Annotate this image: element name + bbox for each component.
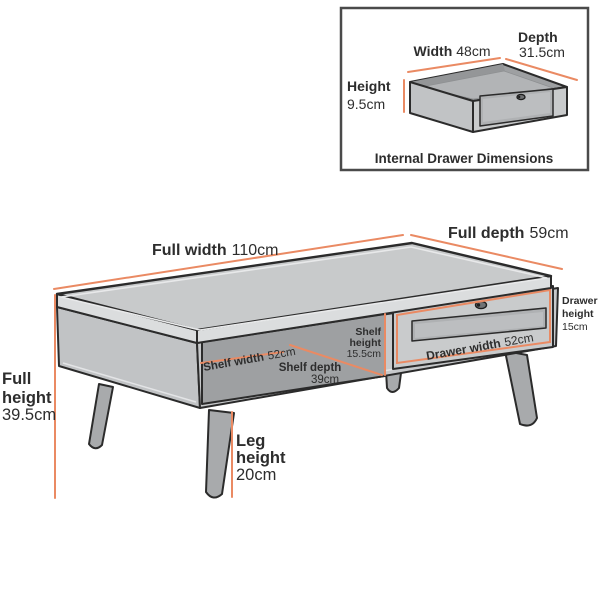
inset-depth-label: Depth 31.5cm <box>518 29 565 60</box>
svg-text:height: height <box>350 337 382 349</box>
leg-height-label: Leg height 20cm <box>236 432 286 484</box>
svg-text:Shelf: Shelf <box>355 326 381 338</box>
inset-drawer-knob <box>516 93 526 101</box>
svg-text:39.5cm: 39.5cm <box>2 406 56 424</box>
full-depth-dimension-line <box>410 234 563 270</box>
svg-text:height: height <box>562 308 594 320</box>
shelf-width-dimension-line <box>200 351 284 364</box>
table-leg-back-right <box>385 370 402 393</box>
full-width-dimension-line <box>53 234 404 290</box>
svg-text:Shelf depth: Shelf depth <box>279 362 342 374</box>
drawer-dimension-outline <box>396 288 551 365</box>
table-leg-front-right <box>504 350 538 427</box>
dimension-lines <box>53 234 563 499</box>
inset-drawer-illustration <box>409 63 568 133</box>
inset-title: Internal Drawer Dimensions <box>375 151 554 166</box>
full-height-label: Full height 39.5cm <box>2 370 56 424</box>
inset-dimension-lines <box>403 57 578 113</box>
svg-text:Drawer: Drawer <box>562 295 598 307</box>
svg-text:15cm: 15cm <box>562 321 588 333</box>
inset-width-dimension-line <box>407 57 501 73</box>
svg-text:Depth: Depth <box>518 29 558 45</box>
svg-text:height: height <box>236 449 286 467</box>
drawer-height-label: Drawer height 15cm <box>562 295 598 333</box>
table-leg-front-left <box>205 409 235 499</box>
svg-text:Height: Height <box>347 78 391 94</box>
svg-text:9.5cm: 9.5cm <box>347 96 385 112</box>
inset-height-label: Height 9.5cm <box>347 78 391 112</box>
svg-text:31.5cm: 31.5cm <box>519 44 565 60</box>
shelf-height-label: Shelf height 15.5cm <box>347 326 382 360</box>
svg-text:height: height <box>2 389 52 407</box>
svg-text:15.5cm: 15.5cm <box>347 348 382 360</box>
shelf-depth-label: Shelf depth 39cm <box>279 362 342 386</box>
table-leg-back-left <box>88 383 114 450</box>
svg-text:20cm: 20cm <box>236 466 276 484</box>
svg-text:39cm: 39cm <box>311 374 339 386</box>
svg-text:Full: Full <box>2 370 31 388</box>
inset-depth-dimension-line <box>505 58 578 81</box>
shelf-depth-dimension-line <box>289 344 383 376</box>
svg-text:Leg: Leg <box>236 432 265 450</box>
coffee-table-illustration <box>55 241 559 499</box>
